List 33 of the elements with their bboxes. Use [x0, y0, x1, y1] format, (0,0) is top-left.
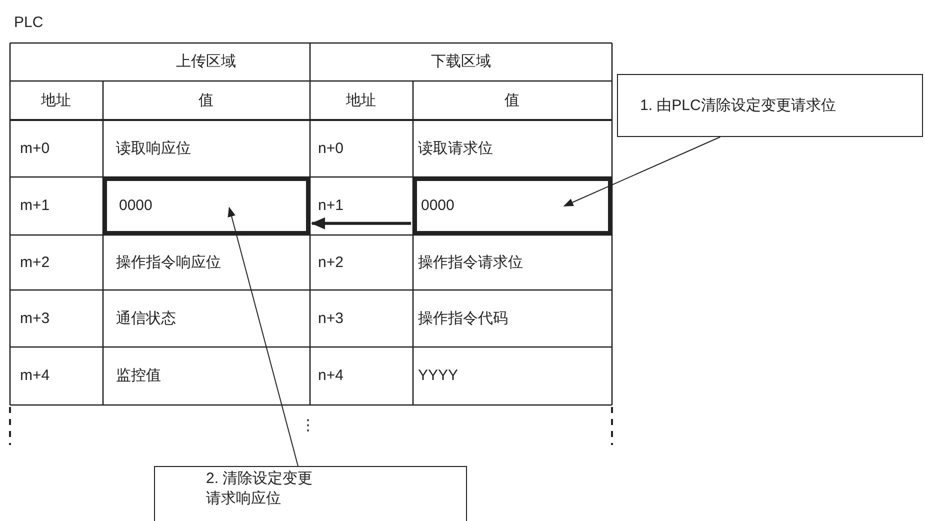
entry-text: 通信状态 [116, 308, 176, 328]
entry-text: n+2 [318, 252, 344, 272]
ellipsis-mark: ⋮ [300, 416, 316, 436]
entry-text: 监控值 [116, 366, 161, 386]
arrow [563, 136, 721, 206]
highlighted-value-box: 0000 [413, 177, 612, 235]
entry-text: m+3 [20, 308, 50, 328]
entry-text: YYYY [418, 366, 458, 386]
column-header: 地址 [41, 90, 71, 110]
header-text: 下载区域 [431, 52, 491, 72]
entry-text: n+1 [318, 196, 344, 216]
header-text: 上传区域 [176, 52, 236, 72]
column-header: 值 [504, 90, 520, 110]
arrow [311, 217, 411, 230]
title-text: PLC [14, 13, 44, 33]
entry-text: m+4 [20, 366, 50, 386]
entry-text: 操作指令响应位 [116, 252, 221, 272]
entry-text: m+2 [20, 252, 50, 272]
entry-text: 读取请求位 [418, 138, 493, 158]
entry-text: n+3 [318, 308, 344, 328]
entry-text: 操作指令请求位 [418, 252, 523, 272]
entry-text: 读取响应位 [116, 138, 191, 158]
column-header: 地址 [346, 90, 376, 110]
entry-text: 操作指令代码 [418, 308, 508, 328]
entry-text: n+0 [318, 138, 344, 158]
arrow [228, 206, 298, 466]
entry-text: m+0 [20, 138, 50, 158]
entry-text: m+1 [20, 196, 50, 216]
column-header: 值 [198, 90, 214, 110]
callout-box: 1. 由PLC清除设定变更请求位 [617, 74, 923, 137]
callout-box: 2. 清除设定变更请求响应位 [154, 466, 467, 521]
highlighted-value-box: 0000 [103, 177, 310, 235]
entry-text: n+4 [318, 366, 344, 386]
